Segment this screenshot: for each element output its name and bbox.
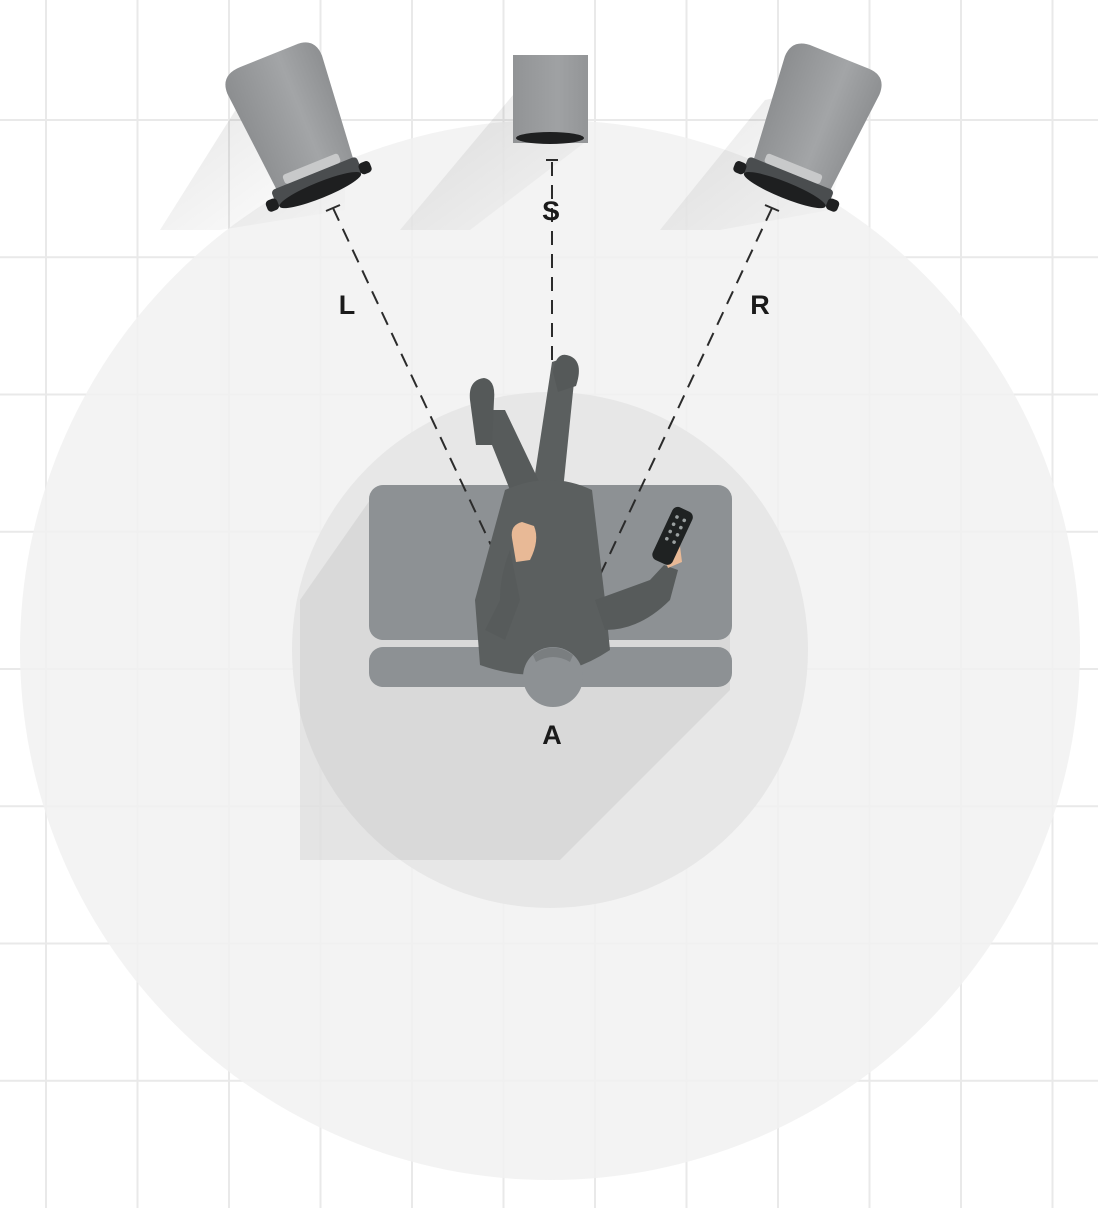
- right-speaker-label: R: [750, 290, 770, 320]
- left-speaker-label: L: [339, 290, 356, 320]
- subwoofer-label: S: [542, 196, 560, 226]
- listener-label: A: [542, 720, 562, 750]
- subwoofer-icon: [513, 55, 588, 144]
